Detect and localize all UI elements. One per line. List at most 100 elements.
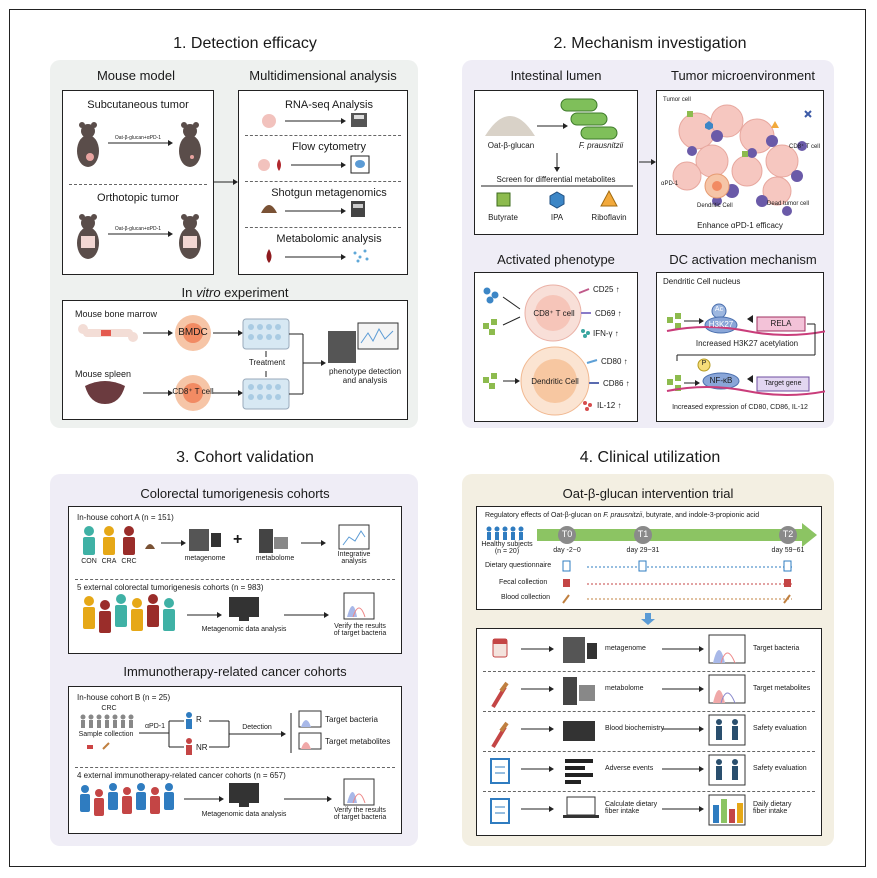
integrative-label: Integrative analysis [337,551,371,565]
metabolite-butyrate: Butyrate [488,213,518,222]
tp-t2-day: day 59~61 [771,547,805,554]
group-con: CON [81,558,97,565]
analysis-method-0: metagenome [605,645,646,652]
section1-title: 1. Detection efficacy [173,35,317,52]
orthotopic-label: Orthotopic tumor [97,192,179,204]
analysis-method-4: Calculate dietary fiber intake [605,801,658,815]
oat-label: Oat-β-glucan [487,141,535,150]
lumen-box: Oat-β-glucan F. prausnitzii Screen for d… [474,90,638,235]
ac-label: Ac [714,306,724,313]
analysis-result-3: Safety evaluation [753,765,807,772]
multi-item-flow: Flow cytometry [292,141,366,153]
invitro-illustrations [78,315,399,411]
crc-metabolome: metabolome [255,555,295,562]
metabolite-riboflavin: Riboflavin [591,213,627,222]
immuno-cohorts-title: Immunotherapy-related cancer cohorts [123,664,347,679]
crowd-icon [80,783,174,816]
clinical-divider-2 [483,711,815,712]
mouse-model-box: Subcutaneous tumor Orthotopic tumor Oat-… [62,90,214,275]
crc-meta-analysis: Metagenomic data analysis [201,626,287,633]
immuno-meta-analysis: Metagenomic data analysis [201,811,287,818]
crc-external-label: 5 external colorectal tumorigenesis coho… [77,583,264,592]
phenotype-dc: Dendritic Cell [531,377,579,386]
screen-label: Screen for differential metabolites [496,175,616,184]
crc-metagenome: metagenome [184,555,226,562]
mouse-divider [69,184,207,185]
fp-label: F. prausnitzii [578,141,624,150]
ot-treatment-label: Oat-β-glucan+αPD-1 [114,226,162,232]
patients-icon [80,714,134,728]
clinical-divider-3 [483,751,815,752]
invitro-box: Mouse bone marrow Mouse spleen BMDC CD8⁺… [62,300,408,420]
multi-analysis-title: Multidimensional analysis [249,68,397,83]
person-icon [103,526,115,555]
crc-cohorts-box: In-house cohort A (n = 151) CON CRA CRC … [68,506,402,654]
crc-verify: Verify the results of target bacteria [333,623,387,637]
immuno-divider [75,767,395,768]
invitro-cd8-label: CD8⁺ T cell [172,387,214,396]
multi-item-rnaseq: RNA-seq Analysis [284,99,374,111]
crc-illustrations [83,524,375,633]
immuno-apd1-label: αPD-1 [145,723,165,730]
bone-marrow-label: Mouse bone marrow [75,309,158,319]
multi-icons [258,113,370,263]
marker-cd25: CD25 ↑ [593,285,620,294]
tme-box: Tumor cell CD8⁺ T cell αPD-1 Dendritic C… [656,90,824,235]
tme-enhance: Enhance αPD-1 efficacy [697,221,783,230]
analysis-result-0: Target bacteria [753,645,800,652]
clinical-analysis-box: metagenome Target bacteria metabolome Ta… [476,628,822,836]
figure-frame [9,9,866,867]
mouse-model-title: Mouse model [96,68,176,83]
analysis-method-3: Adverse events [605,765,654,772]
trial-box: Regulatory effects of Oat-β-glucan on F.… [476,506,822,610]
tme-tumor-cell: Tumor cell [663,97,691,103]
detection-label: Detection [242,724,272,731]
clinical-illustrations [490,634,746,826]
section2-title: 2. Mechanism investigation [553,35,747,52]
marker-ifng: IFN-γ ↑ [593,329,619,338]
phenotype-illustrations [483,284,599,416]
analysis-result-4: Daily dietary fiber intake [753,801,792,815]
tme-title: Tumor microenvironment [670,68,815,83]
phenotype-cd8: CD8⁺ T cell [533,309,575,318]
tme-cd8: CD8⁺ T cell [789,144,820,150]
immuno-target-bacteria: Target bacteria [325,715,378,724]
section3-title: 3. Cohort validation [176,449,314,466]
tp-t2-label: T2 [782,529,794,539]
tme-dc: Dendritic Cell [697,203,733,209]
subcutaneous-label: Subcutaneous tumor [87,99,189,111]
healthy-subjects-icon [486,526,524,540]
clinical-divider-4 [483,791,815,792]
acetylation-label: Increased H3K27 acetylation [695,339,799,348]
row-dietary: Dietary questionnaire [485,562,552,569]
immuno-cohorts-box: In-house cohort B (n = 25) CRC [68,686,402,834]
clinical-divider-1 [483,671,815,672]
sample-collection-label: Sample collection [78,731,134,738]
immuno-crc-label: CRC [101,705,117,712]
tp-t1-label: T1 [637,529,649,539]
metabolite-ipa: IPA [550,213,564,222]
rela-label: RELA [770,319,792,328]
analysis-method-2: Blood biochemistry [605,725,665,732]
multi-divider-2 [245,181,401,182]
immuno-verify: Verify the results of target bacteria [333,807,387,821]
marker-cd80: CD80 ↑ [601,357,628,366]
phenotype-box: CD8⁺ T cell Dendritic Cell CD25 ↑ CD69 ↑… [474,272,638,422]
marker-cd69: CD69 ↑ [595,309,622,318]
person-icon [83,526,95,555]
tp-t1-day: day 29~31 [626,547,660,554]
r-label: R [196,715,202,724]
crc-divider [75,579,395,580]
tp-t0-label: T0 [561,529,573,539]
dc-nucleus-label: Dendritic Cell nucleus [663,277,741,286]
person-icon [123,526,135,555]
nr-label: NR [196,743,208,752]
crc-cohorts-title: Colorectal tumorigenesis cohorts [140,486,330,501]
multi-divider-3 [245,227,401,228]
tme-apd1: αPD-1 [661,181,679,187]
h3k27-label: H3K27 [708,320,734,329]
mouse-illustrations [77,122,201,259]
crowd-icon [83,594,175,633]
tme-illustration [672,104,812,216]
immuno-illustrations [80,710,375,816]
